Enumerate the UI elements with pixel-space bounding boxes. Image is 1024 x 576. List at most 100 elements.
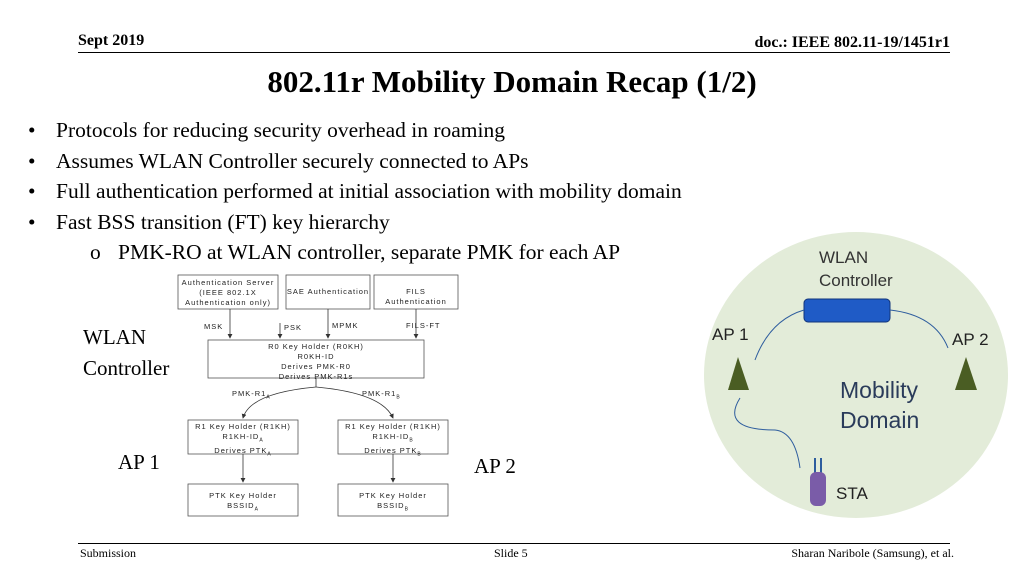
controller-ap2-link xyxy=(889,309,949,349)
ptka-bssid-text: BSSID xyxy=(227,501,255,510)
r0-line: Derives PMK-R0 xyxy=(281,362,351,371)
sub-bullet-marker: o xyxy=(90,240,101,264)
r1b-key-holder-box xyxy=(337,419,449,455)
ptkb-line: BSSIDB xyxy=(338,501,448,515)
label-line: Mobility xyxy=(840,377,918,403)
bullet-text: Assumes WLAN Controller securely connect… xyxy=(56,148,529,173)
auth-server-line: Authentication only) xyxy=(185,298,271,307)
msk-label: MSK xyxy=(204,322,224,331)
domain-ap2-label: AP 2 xyxy=(952,330,989,349)
ptka-key-holder-box xyxy=(187,483,299,517)
mobility-domain-label: Mobility Domain xyxy=(840,375,919,435)
r1a-key-holder-label: R1 Key Holder (R1KH) R1KH-IDA Derives PT… xyxy=(188,422,298,459)
r1a-ptk-sub: A xyxy=(267,451,272,457)
r1b-line: Derives PTKB xyxy=(338,446,448,460)
ptkb-key-holder-label: PTK Key Holder BSSIDB xyxy=(338,491,448,515)
ptkb-bssid-text: BSSID xyxy=(377,501,405,510)
bullet-item: • Assumes WLAN Controller securely connec… xyxy=(28,146,682,177)
auth-server-line: (IEEE 802.1X xyxy=(199,288,257,297)
header-doc-id: doc.: IEEE 802.11-19/1451r1 xyxy=(754,34,950,51)
psk-label: PSK xyxy=(284,323,303,332)
ap1-sta-link xyxy=(734,397,801,469)
ptka-key-holder-label: PTK Key Holder BSSIDA xyxy=(188,491,298,515)
mobility-domain-ellipse xyxy=(704,232,1008,518)
ptka-line: PTK Key Holder xyxy=(209,491,277,500)
fils-auth-box xyxy=(373,274,459,310)
label-line: WLAN xyxy=(819,248,869,267)
mpmk-label: MPMK xyxy=(332,321,359,330)
label-line: WLAN xyxy=(83,325,146,349)
r0-line: R0KH-ID xyxy=(297,352,335,361)
r1b-id-sub: B xyxy=(409,437,414,444)
r1b-ptk-sub: B xyxy=(417,451,422,457)
footer-author: Sharan Naribole (Samsung), et al. xyxy=(791,546,954,560)
sae-auth-box xyxy=(285,274,371,310)
pmk-r1b-text: PMK-R1 xyxy=(362,389,397,398)
r1a-line: R1 Key Holder (R1KH) xyxy=(195,422,291,431)
hierarchy-ap2-label: AP 2 xyxy=(474,454,516,478)
ptkb-key-holder-box xyxy=(337,483,449,517)
label-line: Controller xyxy=(819,271,893,290)
fils-auth-label: FILS Authentication xyxy=(385,287,447,306)
ptka-bssid-sub: A xyxy=(254,506,259,513)
bullet-list: • Protocols for reducing security overhea… xyxy=(28,115,682,268)
pmk-r1a-label: PMK-R1A xyxy=(232,389,271,403)
bullet-marker: • xyxy=(28,179,36,203)
auth-server-label: Authentication Server (IEEE 802.1X Authe… xyxy=(178,278,278,308)
label-line: Controller xyxy=(83,356,170,380)
sae-auth-label: SAE Authentication xyxy=(286,287,370,296)
key-hierarchy-diagram xyxy=(177,274,459,517)
r1b-line: R1KH-IDB xyxy=(338,432,448,446)
controller-ap1-link xyxy=(754,309,805,361)
r1a-id-text: R1KH-ID xyxy=(222,432,260,441)
sub-bullet-item: o PMK-RO at WLAN controller, separate PMK… xyxy=(28,237,682,268)
r1b-key-holder-label: R1 Key Holder (R1KH) R1KH-IDB Derives PT… xyxy=(338,422,448,459)
r1a-line: Derives PTKA xyxy=(188,446,298,460)
bullet-text: Full authentication performed at initial… xyxy=(56,179,682,203)
header-rule xyxy=(78,52,950,53)
footer-slide-number: Slide 5 xyxy=(494,546,528,560)
bullet-marker: • xyxy=(28,209,36,234)
auth-server-line: Authentication Server xyxy=(181,278,275,287)
mobility-domain-diagram xyxy=(704,232,1008,518)
domain-ap1-label: AP 1 xyxy=(712,325,749,344)
sta-device-icon xyxy=(810,472,826,506)
bullet-text: Fast BSS transition (FT) key hierarchy xyxy=(56,209,390,234)
pmk-r1b-label: PMK-R1B xyxy=(362,389,401,403)
r1b-ptk-text: Derives PTK xyxy=(364,445,418,455)
sub-bullet-text: PMK-RO at WLAN controller, separate PMK … xyxy=(118,240,621,264)
hierarchy-ap1-label: AP 1 xyxy=(118,450,160,474)
auth-server-box xyxy=(177,274,279,310)
r1a-id-sub: A xyxy=(259,437,264,444)
label-line: Domain xyxy=(840,407,920,433)
fils-ft-label: FILS-FT xyxy=(406,321,441,330)
r1a-ptk-text: Derives PTK xyxy=(214,445,268,455)
r1a-line: R1KH-IDA xyxy=(188,432,298,446)
footer-rule xyxy=(78,543,950,544)
bullet-text: Protocols for reducing security overhead… xyxy=(56,118,505,142)
bullet-item: • Protocols for reducing security overhea… xyxy=(28,115,682,146)
slide-title: 802.11r Mobility Domain Recap (1/2) xyxy=(267,64,757,99)
ptkb-bssid-sub: B xyxy=(404,506,409,513)
bullet-item: • Full authentication performed at initia… xyxy=(28,176,682,207)
pmk-r1a-text: PMK-R1 xyxy=(232,389,267,398)
wlan-controller-icon xyxy=(803,298,891,323)
r1b-id-text: R1KH-ID xyxy=(372,432,410,441)
r0-line: R0 Key Holder (R0KH) xyxy=(268,342,364,351)
r0-key-holder-box xyxy=(207,339,425,379)
ptka-line: BSSIDA xyxy=(188,501,298,515)
r0-line: Derives PMK-R1s xyxy=(278,372,354,381)
pmk-r1a-arrow xyxy=(241,386,317,419)
hierarchy-wlan-controller-label: WLAN Controller xyxy=(83,322,169,384)
pmk-r1a-sub: A xyxy=(266,394,271,401)
domain-wlan-controller-label: WLAN Controller xyxy=(819,246,893,292)
r0-key-holder-label: R0 Key Holder (R0KH) R0KH-ID Derives PMK… xyxy=(208,342,424,382)
bullet-marker: • xyxy=(28,148,36,173)
ptkb-line: PTK Key Holder xyxy=(359,491,427,500)
footer-submission: Submission xyxy=(80,546,137,560)
bullet-item: • Fast BSS transition (FT) key hierarchy xyxy=(28,207,682,238)
ap1-antenna-icon xyxy=(728,357,749,390)
bullet-marker: • xyxy=(28,118,36,142)
ap2-antenna-icon xyxy=(955,357,977,390)
header-date: Sept 2019 xyxy=(78,32,145,49)
